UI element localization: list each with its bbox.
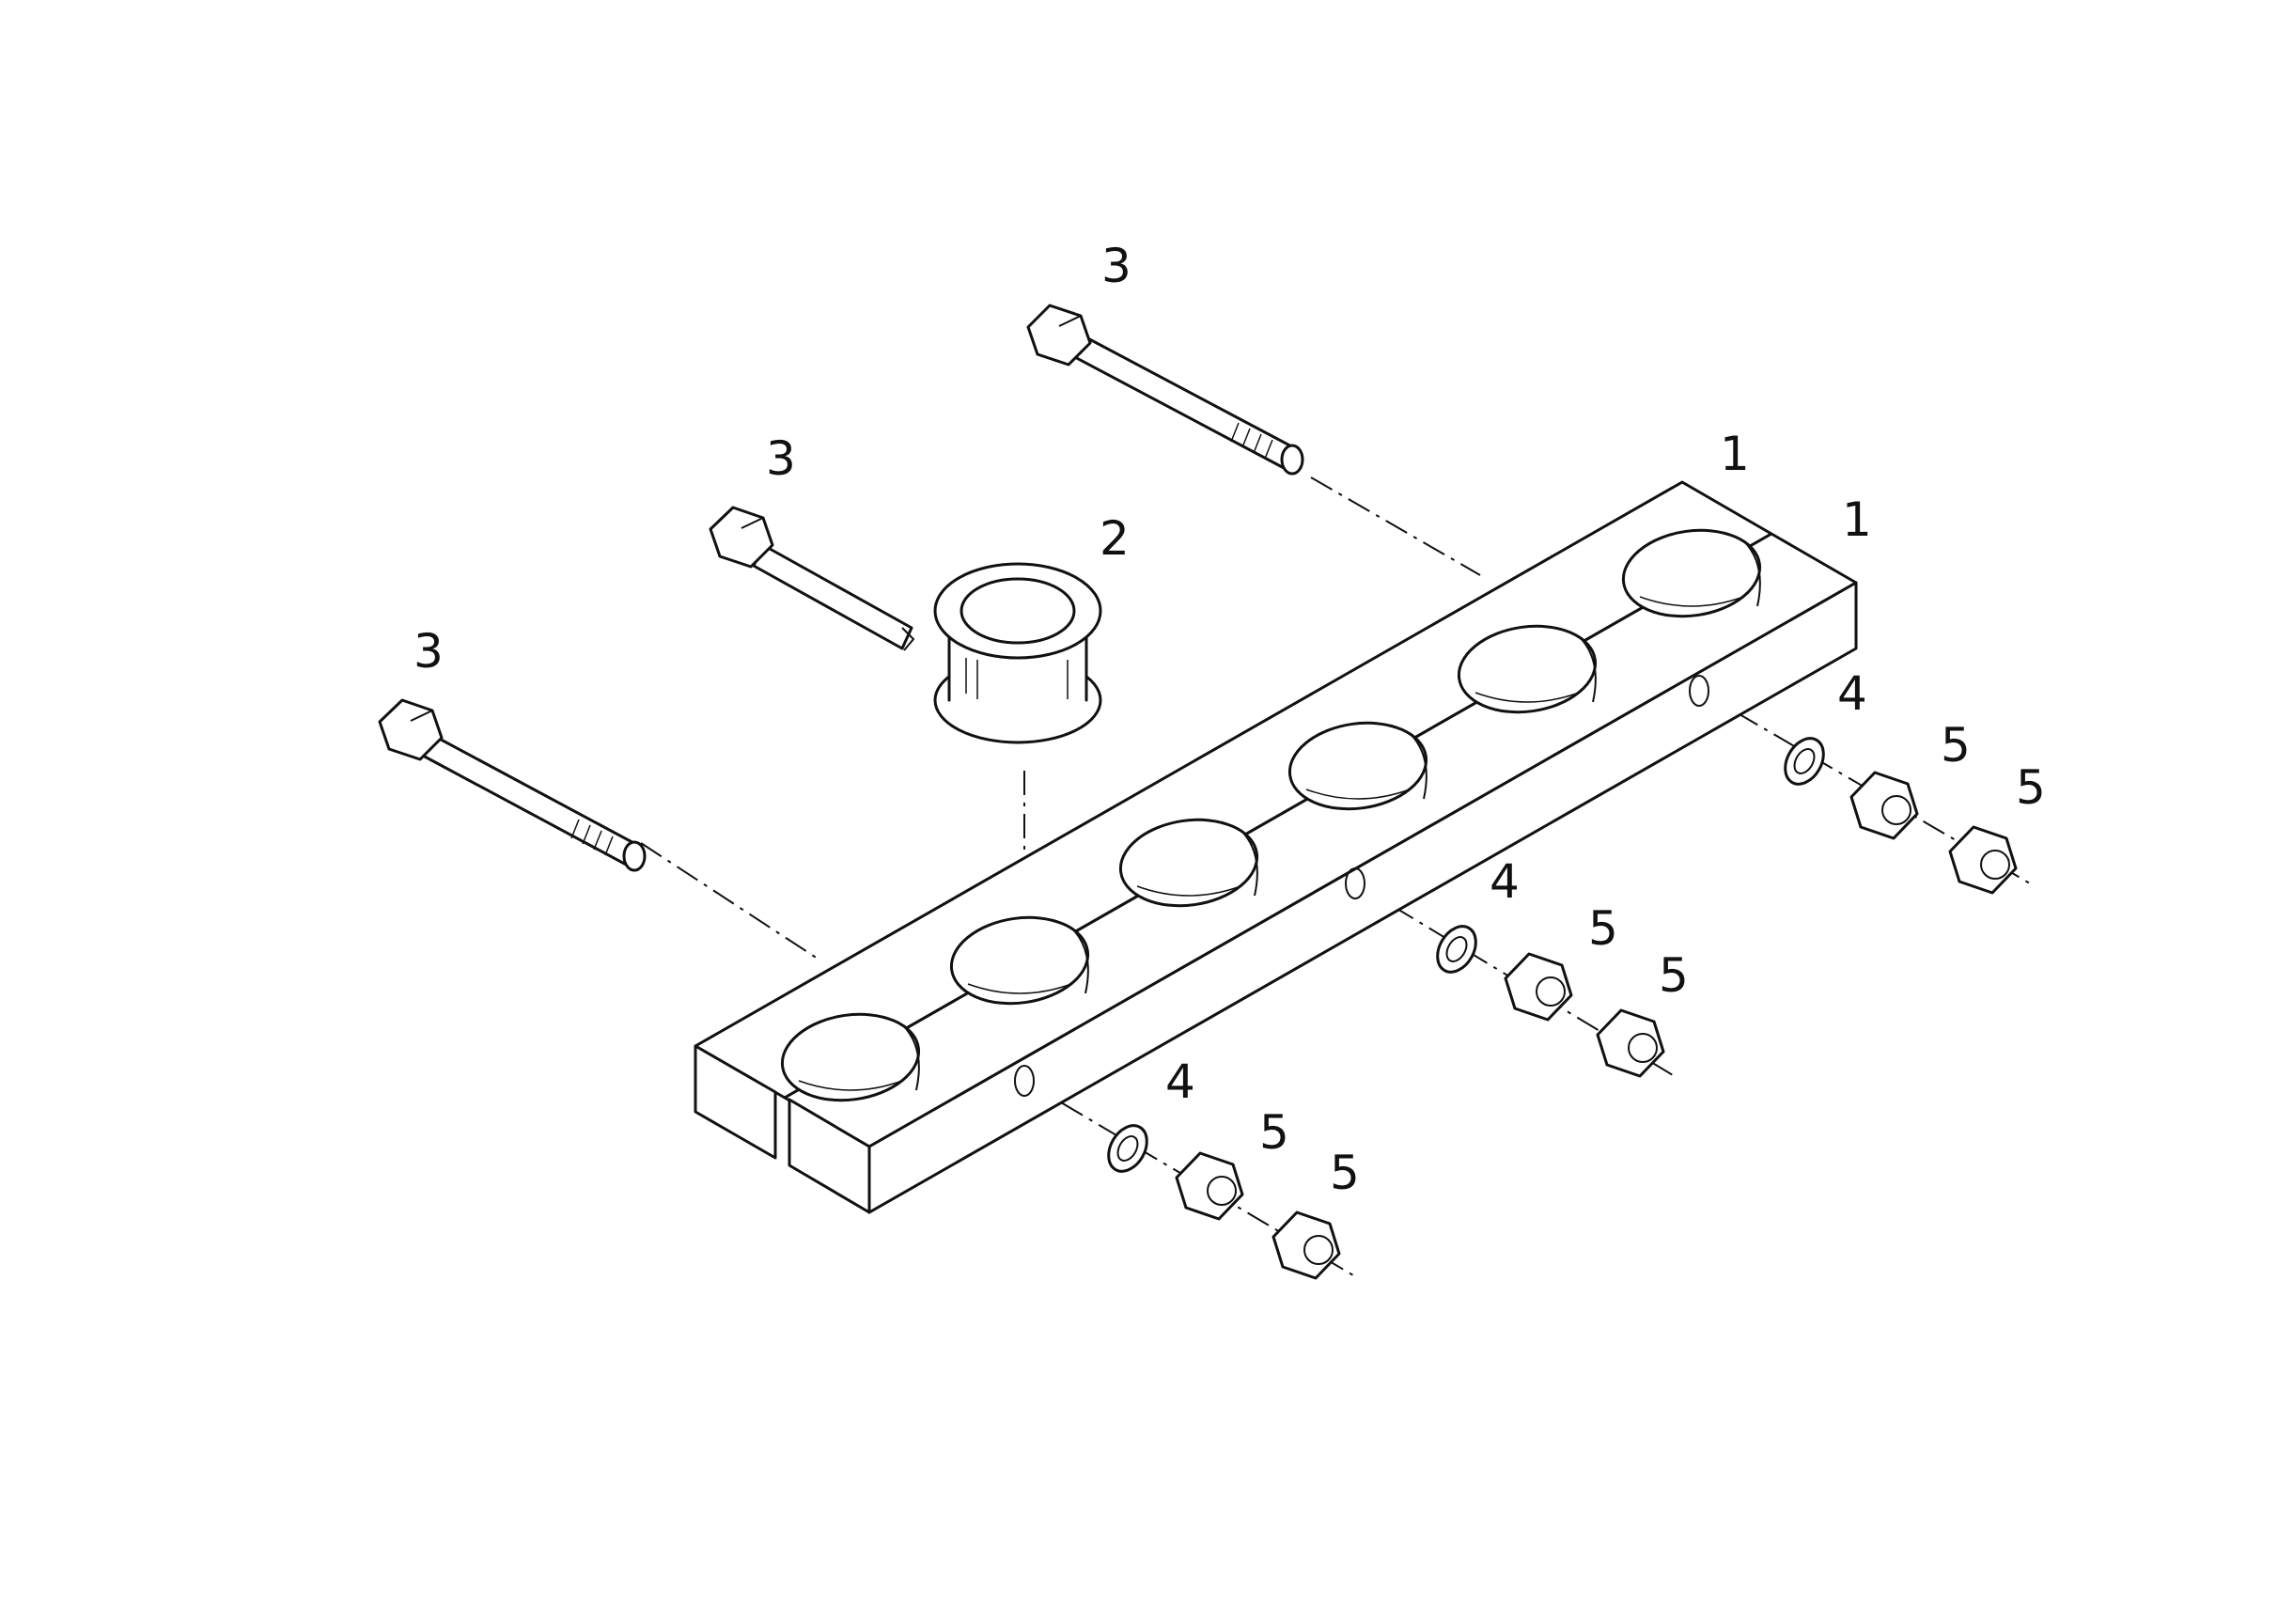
callout-4-middle: 4	[1490, 854, 1520, 909]
callout-3-middle: 3	[766, 431, 796, 486]
callout-2: 2	[1100, 511, 1130, 566]
clamp-bar-lower-end	[788, 1098, 871, 1214]
nut-left-1	[1175, 1151, 1244, 1221]
callout-5-left-1: 5	[1259, 1105, 1289, 1160]
clamp-bar-cross-holes	[1014, 675, 1709, 1097]
callout-5-right-1: 5	[1941, 718, 1971, 773]
washer-left	[1107, 1124, 1148, 1173]
callout-1-lower: 1	[1842, 492, 1872, 547]
callouts: 1 1 2 3 3 3 4 4 4 5 5 5 5 5 5	[413, 239, 2046, 1200]
nut-right-2	[1948, 825, 2018, 895]
nut-middle-1	[1504, 952, 1573, 1022]
nuts	[1175, 771, 2018, 1280]
nut-middle-2	[1596, 1008, 1665, 1078]
callout-3-top: 3	[1101, 239, 1131, 293]
callout-1-upper: 1	[1720, 427, 1750, 481]
callout-4-left: 4	[1165, 1054, 1195, 1109]
clamp-bar-bores	[780, 528, 1762, 1102]
nut-right-1	[1849, 771, 1919, 840]
washers	[1107, 737, 1825, 1173]
washer-right	[1784, 737, 1825, 786]
bushing	[933, 562, 1102, 744]
bolt-left	[378, 698, 647, 872]
callout-4-right: 4	[1837, 666, 1867, 721]
callout-3-left: 3	[413, 624, 444, 679]
callout-5-left-2: 5	[1330, 1146, 1360, 1200]
clamp-bar	[694, 480, 1858, 1214]
clamp-bar-upper-end	[694, 1044, 777, 1160]
callout-5-middle-1: 5	[1588, 901, 1618, 956]
washer-middle	[1436, 925, 1477, 974]
callout-5-middle-2: 5	[1659, 948, 1689, 1003]
bolt-top	[1026, 304, 1304, 476]
callout-5-right-2: 5	[2016, 760, 2046, 815]
nut-left-2	[1272, 1210, 1341, 1280]
bolt-middle	[709, 506, 915, 651]
